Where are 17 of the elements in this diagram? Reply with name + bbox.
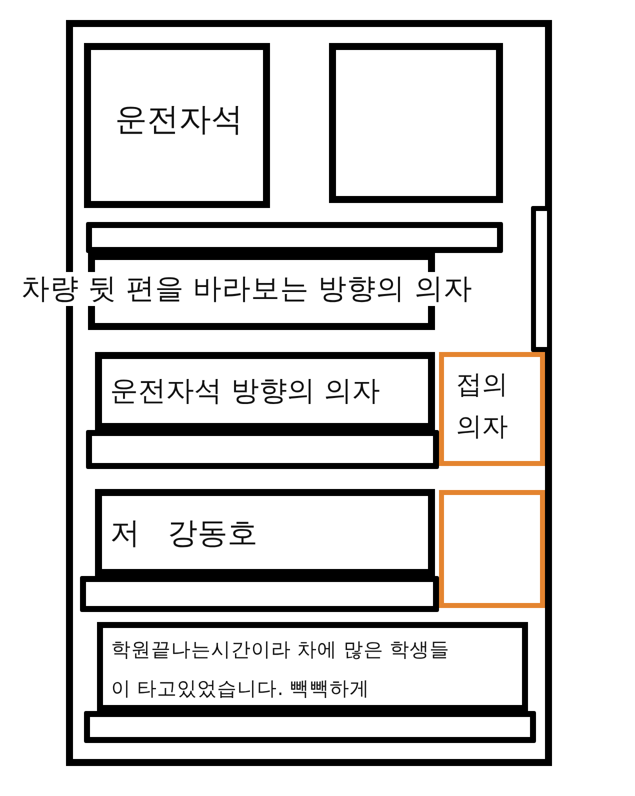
seat-bar bbox=[80, 576, 439, 612]
seat-label: 차량 뒷 편을 바라보는 방향의 의자 bbox=[21, 272, 472, 306]
seat bbox=[95, 352, 435, 430]
folding-seat bbox=[439, 352, 545, 466]
seat bbox=[329, 43, 503, 203]
seat-bar bbox=[84, 711, 536, 743]
seat bbox=[95, 489, 435, 576]
seat-label: 학원끝나는시간이라 차에 많은 학생들이 타고있었습니다. 빽빽하게 bbox=[111, 637, 451, 702]
seat-label: 운전자석 방향의 의자 bbox=[110, 374, 380, 408]
seat-bar bbox=[86, 430, 439, 469]
seat bbox=[439, 490, 545, 608]
seat-label: 저 강동호 bbox=[110, 516, 258, 552]
seat-label: 운전자석 bbox=[115, 100, 243, 138]
seat-label: 접의 의자 bbox=[456, 369, 509, 444]
seat bbox=[97, 622, 528, 711]
driver-seat bbox=[84, 43, 270, 208]
seat-bar bbox=[86, 222, 503, 253]
